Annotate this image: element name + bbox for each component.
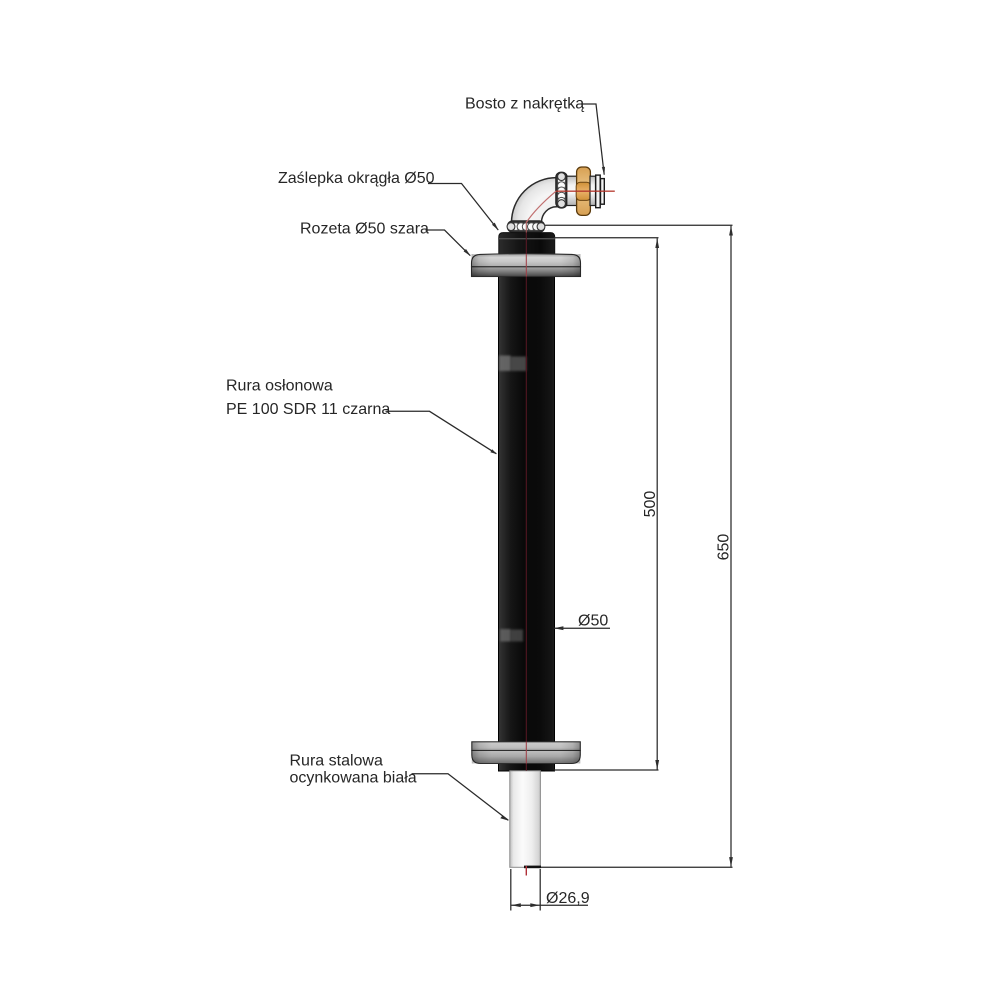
svg-text:Rura osłonowa: Rura osłonowa [226,378,333,395]
svg-text:Zaślepka okrągła Ø50: Zaślepka okrągła Ø50 [278,170,435,187]
svg-text:PE 100 SDR 11 czarna: PE 100 SDR 11 czarna [226,401,390,418]
svg-text:ocynkowana biała: ocynkowana biała [290,770,417,787]
svg-text:Ø26,9: Ø26,9 [546,890,590,907]
svg-text:650: 650 [716,534,733,561]
svg-text:Bosto z nakrętką: Bosto z nakrętką [465,96,584,113]
svg-text:Ø50: Ø50 [578,613,608,630]
svg-text:500: 500 [642,491,659,518]
svg-text:Rura stalowa: Rura stalowa [290,753,383,770]
svg-text:Rozeta Ø50 szara: Rozeta Ø50 szara [300,220,429,237]
